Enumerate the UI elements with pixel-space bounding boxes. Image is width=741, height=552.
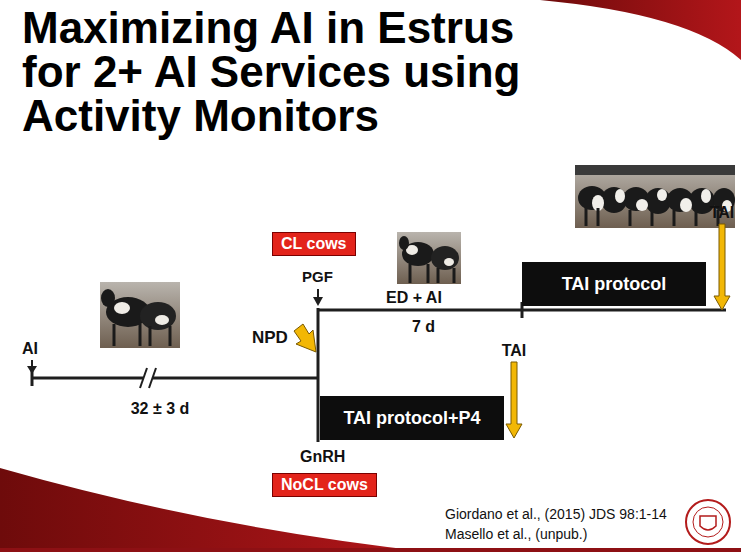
- bottom-swoosh: [0, 468, 430, 552]
- event-label: ED + AI: [386, 289, 442, 307]
- interval-label: 7 d: [412, 318, 435, 336]
- cow-photo: [100, 282, 180, 348]
- citation: Giordano et al., (2015) JDS 98:1-14: [445, 506, 667, 522]
- cow-photo: [397, 232, 461, 284]
- slide-title: Maximizing AI in Estrus for 2+ AI Servic…: [22, 6, 557, 138]
- university-seal: [686, 500, 730, 544]
- box-label: TAI protocol+P4: [343, 408, 480, 429]
- protocol-box: TAI protocol: [522, 262, 706, 306]
- corner-swoosh: [540, 0, 741, 60]
- tai-arrow: [506, 224, 730, 438]
- event-label: TAI: [502, 342, 527, 360]
- treatment-label: PGF: [302, 268, 333, 285]
- box-label: NoCL cows: [281, 476, 368, 494]
- protocol-box: TAI protocol+P4: [320, 396, 504, 440]
- group-box: CL cows: [272, 232, 356, 256]
- event-label: AI: [22, 340, 38, 358]
- citation: Masello et al., (unpub.): [445, 526, 587, 542]
- npd-arrow: [294, 324, 316, 352]
- timeline: [32, 302, 726, 442]
- box-label: TAI protocol: [562, 274, 667, 295]
- box-label: CL cows: [281, 235, 347, 253]
- interval-label: 32 ± 3 d: [131, 400, 190, 418]
- break-mark: [140, 368, 156, 388]
- event-label: NPD: [252, 328, 288, 348]
- treatment-label: GnRH: [300, 448, 345, 466]
- bottom-bar: [0, 548, 741, 552]
- cow-photo: [575, 165, 735, 228]
- small-arrow: [27, 289, 323, 374]
- event-label: TAI: [710, 204, 735, 222]
- group-box: NoCL cows: [272, 473, 377, 497]
